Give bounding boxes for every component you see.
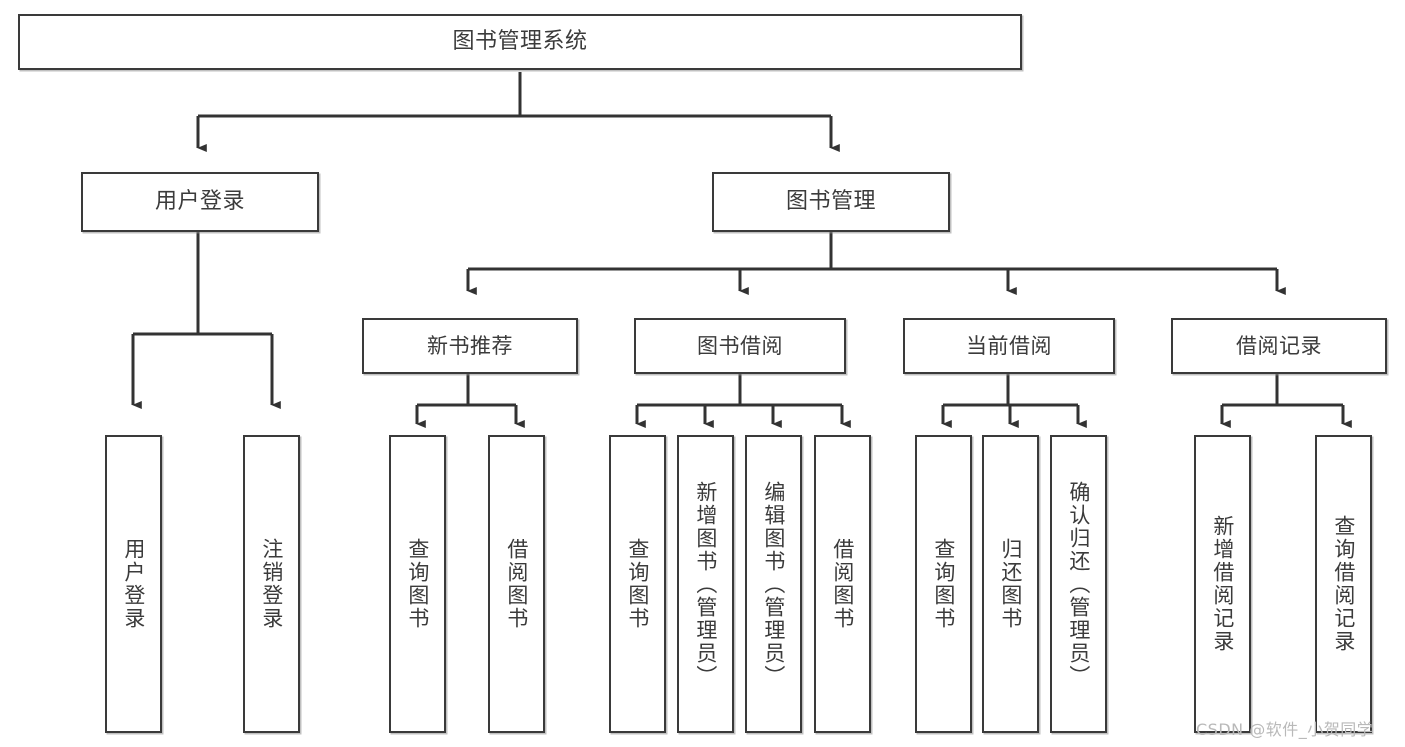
node-leaf-query-book-2-label: 查询图书	[625, 538, 650, 630]
node-leaf-confirm-return-admin[interactable]: 确认归还（管理员）	[1050, 435, 1107, 733]
node-leaf-borrow-book-1[interactable]: 借阅图书	[488, 435, 545, 733]
node-book-manage[interactable]: 图书管理	[712, 172, 950, 232]
node-leaf-query-book-1-label: 查询图书	[405, 538, 430, 630]
node-borrow-record[interactable]: 借阅记录	[1171, 318, 1387, 374]
node-leaf-query-borrow-record-label: 查询借阅记录	[1331, 515, 1356, 653]
node-leaf-query-book-3-label: 查询图书	[931, 538, 956, 630]
node-leaf-user-login-label: 用户登录	[121, 538, 146, 630]
node-book-borrow-label: 图书借阅	[697, 333, 783, 358]
node-leaf-logout-label: 注销登录	[259, 538, 284, 630]
node-leaf-add-borrow-record[interactable]: 新增借阅记录	[1194, 435, 1251, 733]
node-leaf-borrow-book-2-label: 借阅图书	[830, 538, 855, 630]
node-book-borrow[interactable]: 图书借阅	[634, 318, 846, 374]
node-borrow-record-label: 借阅记录	[1236, 333, 1322, 358]
node-new-book-recommend-label: 新书推荐	[427, 333, 513, 358]
node-leaf-user-login[interactable]: 用户登录	[105, 435, 162, 733]
node-new-book-recommend[interactable]: 新书推荐	[362, 318, 578, 374]
node-user-login[interactable]: 用户登录	[81, 172, 319, 232]
node-leaf-query-book-2[interactable]: 查询图书	[609, 435, 666, 733]
node-leaf-add-borrow-record-label: 新增借阅记录	[1210, 515, 1235, 653]
node-leaf-return-book[interactable]: 归还图书	[982, 435, 1039, 733]
node-leaf-query-borrow-record[interactable]: 查询借阅记录	[1315, 435, 1372, 733]
node-leaf-edit-book-admin-label: 编辑图书（管理员）	[761, 480, 786, 688]
node-user-login-label: 用户登录	[154, 189, 245, 215]
node-current-borrow[interactable]: 当前借阅	[903, 318, 1115, 374]
node-leaf-borrow-book-2[interactable]: 借阅图书	[814, 435, 871, 733]
node-leaf-query-book-3[interactable]: 查询图书	[915, 435, 972, 733]
node-leaf-logout[interactable]: 注销登录	[243, 435, 300, 733]
node-leaf-return-book-label: 归还图书	[998, 538, 1023, 630]
node-leaf-confirm-return-admin-label: 确认归还（管理员）	[1066, 480, 1091, 688]
node-leaf-add-book-admin[interactable]: 新增图书（管理员）	[677, 435, 734, 733]
node-leaf-borrow-book-1-label: 借阅图书	[504, 538, 529, 630]
node-root-label: 图书管理系统	[452, 29, 588, 55]
node-leaf-query-book-1[interactable]: 查询图书	[389, 435, 446, 733]
node-root[interactable]: 图书管理系统	[18, 14, 1022, 70]
node-current-borrow-label: 当前借阅	[966, 333, 1052, 358]
node-book-manage-label: 图书管理	[785, 189, 876, 215]
node-leaf-edit-book-admin[interactable]: 编辑图书（管理员）	[745, 435, 802, 733]
watermark-text: CSDN @软件_小贺同学	[1196, 720, 1374, 739]
node-leaf-add-book-admin-label: 新增图书（管理员）	[693, 480, 718, 688]
